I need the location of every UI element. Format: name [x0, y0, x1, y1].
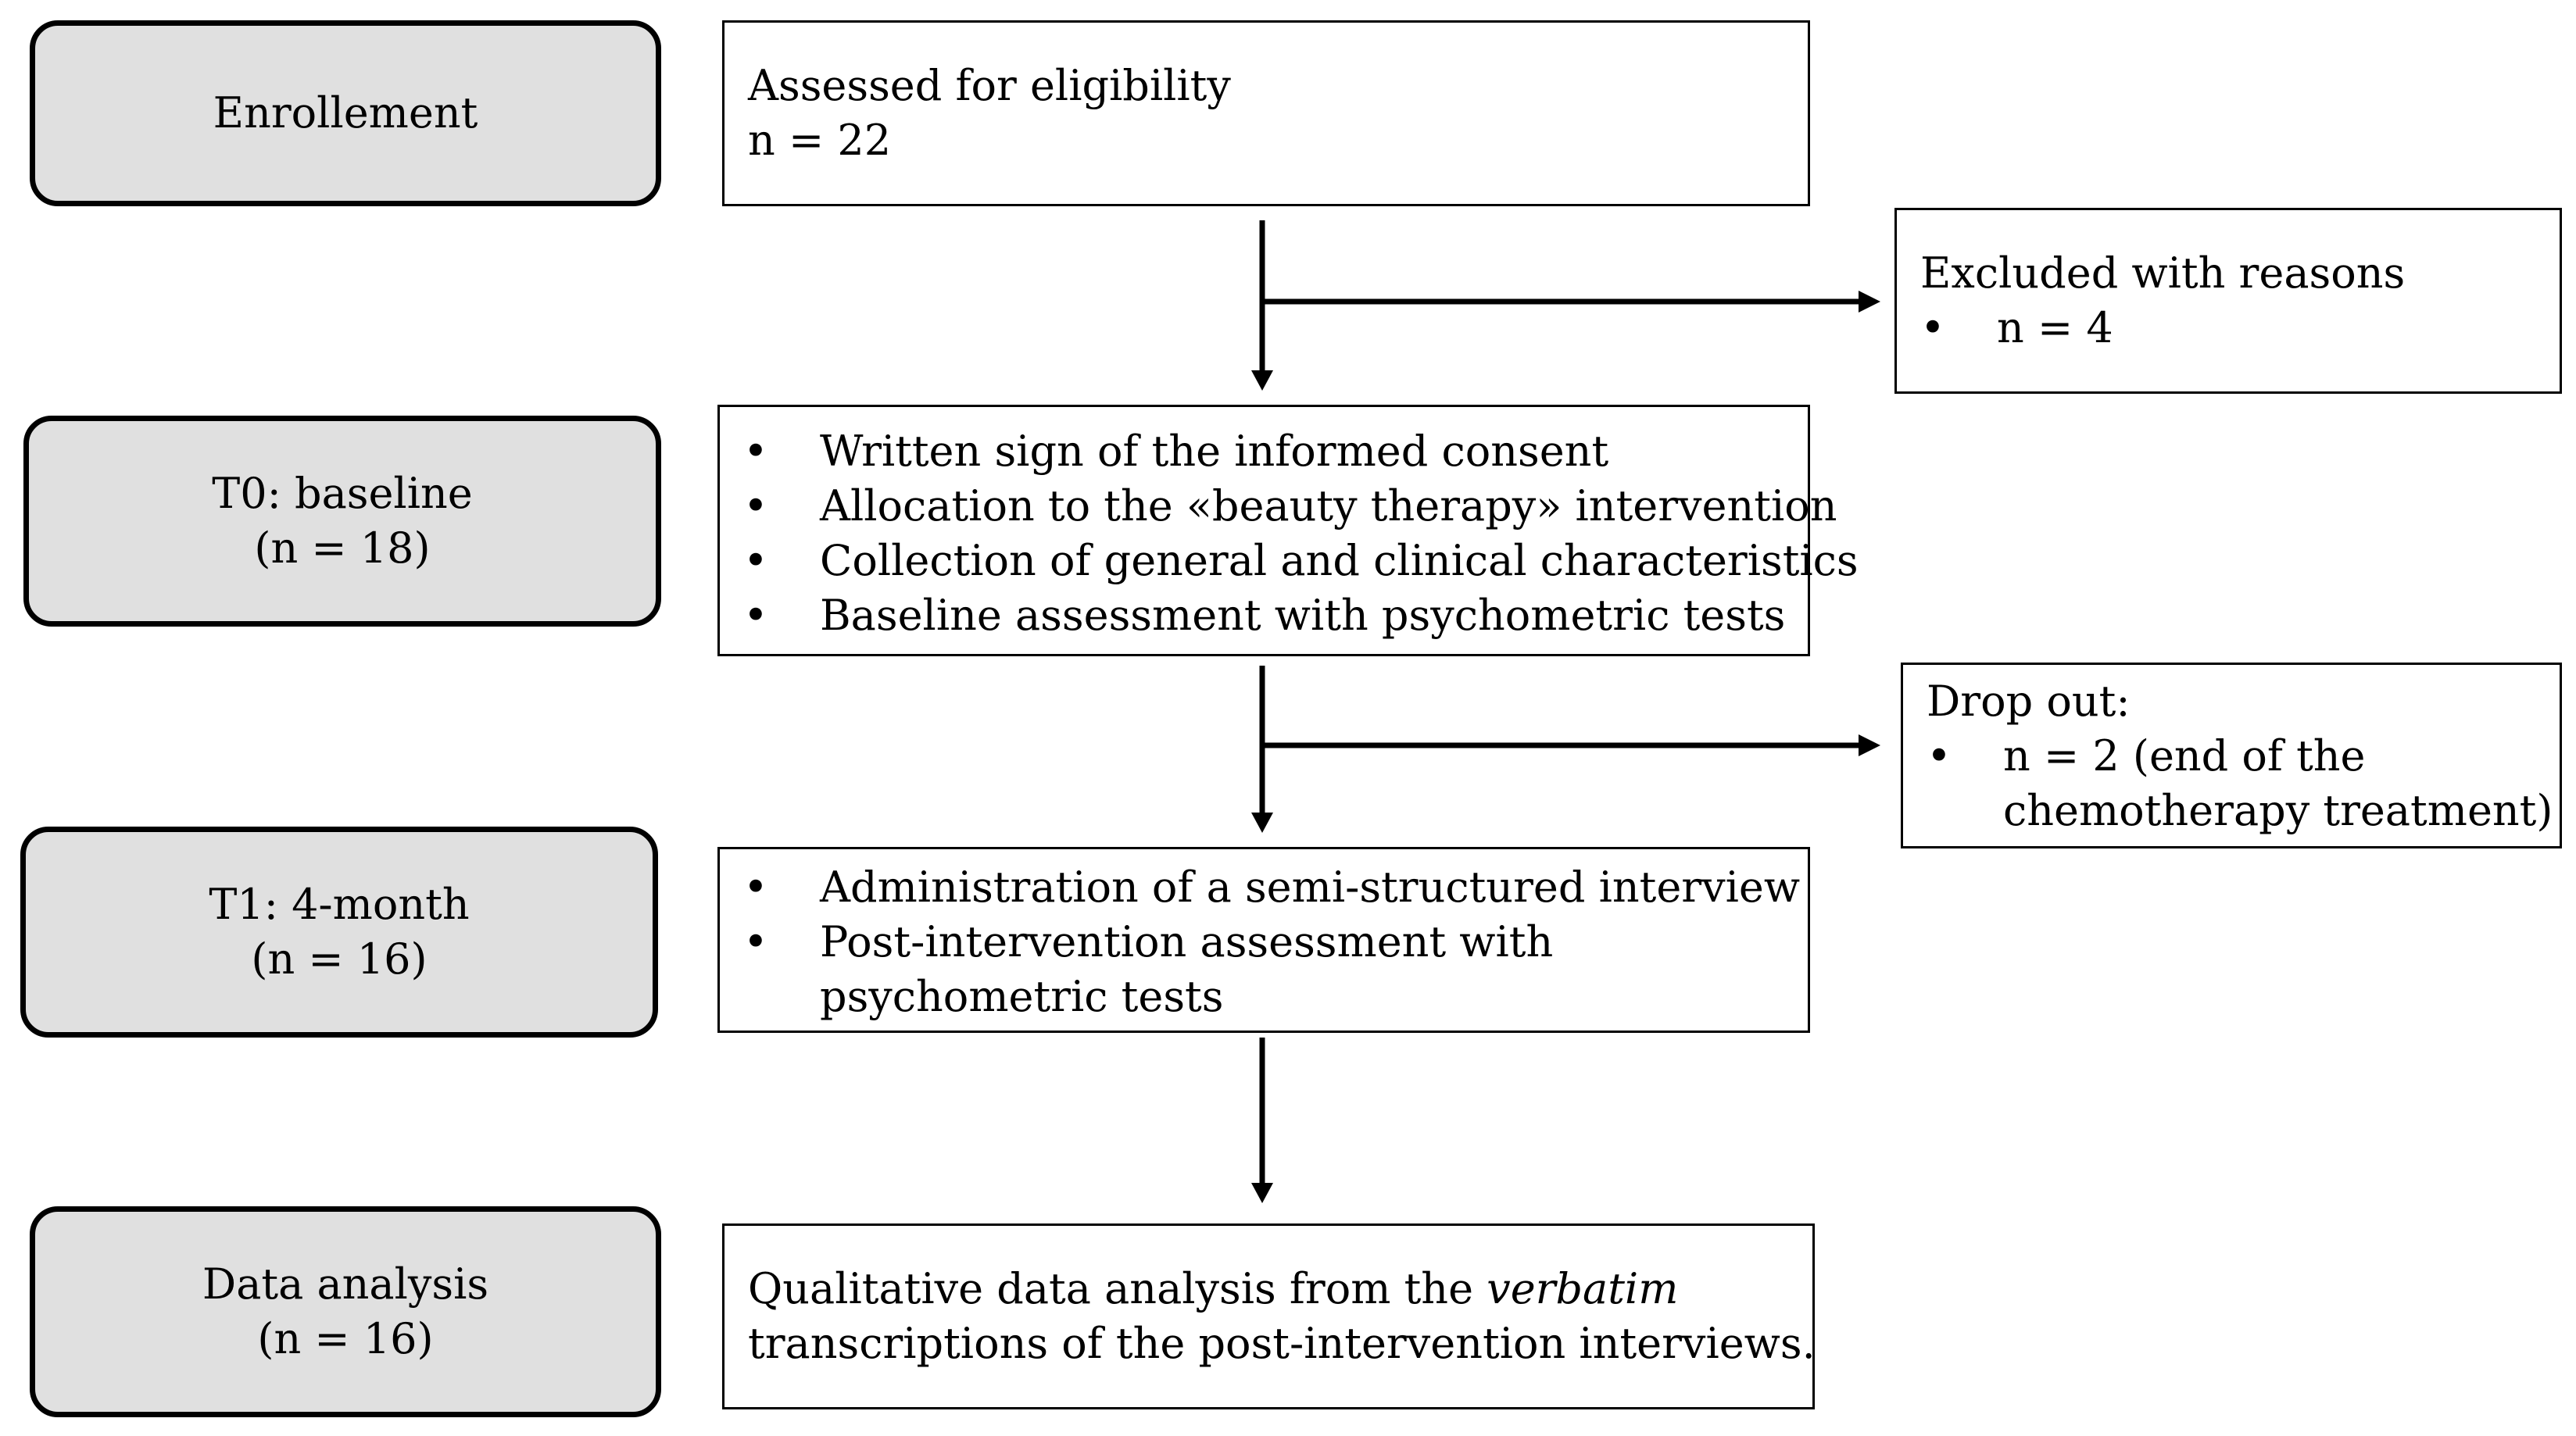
bullet-icon: • — [1920, 303, 1945, 352]
stage-analysis-count: (n = 16) — [257, 1314, 434, 1363]
qualitative-line2: transcriptions of the post-intervention … — [748, 1319, 1816, 1368]
bullet-icon: • — [743, 427, 768, 476]
bullet-icon: • — [1927, 731, 1952, 781]
baseline-step: • Allocation to the «beauty therapy» int… — [743, 479, 1859, 534]
stage-t0-label: T0: baseline — [212, 469, 473, 518]
eligibility-line1: Assessed for eligibility — [748, 61, 1231, 110]
stage-analysis-label: Data analysis — [202, 1259, 489, 1309]
dropout-item-line2: chemotherapy treatment) — [2003, 786, 2553, 835]
dropout-title: Drop out: — [1927, 677, 2131, 726]
baseline-step-text: Collection of general and clinical chara… — [820, 536, 1859, 585]
stage-t1-count: (n = 16) — [251, 934, 428, 984]
excluded-list: • n = 4 — [1920, 301, 2113, 355]
eligibility-box: Assessed for eligibility n = 22 — [722, 20, 1810, 206]
followup-steps-box: • Administration of a semi-structured in… — [717, 847, 1810, 1033]
stage-t1-4-month: T1: 4-month (n = 16) — [20, 827, 658, 1038]
bullet-icon: • — [743, 917, 768, 966]
dropout-item: • n = 2 (end of the — [1927, 729, 2553, 784]
dropout-item-line1: n = 2 (end of the — [2003, 731, 2366, 781]
baseline-step-text: Allocation to the «beauty therapy» inter… — [820, 481, 1837, 530]
followup-step-text: Administration of a semi-structured inte… — [820, 863, 1801, 912]
excluded-box: Excluded with reasons • n = 4 — [1894, 208, 2562, 394]
dropout-item-continued: chemotherapy treatment) — [1927, 784, 2553, 838]
followup-step: • Administration of a semi-structured in… — [743, 860, 1800, 915]
excluded-item-text: n = 4 — [1997, 303, 2113, 352]
stage-t1-label: T1: 4-month — [209, 880, 470, 929]
excluded-title: Excluded with reasons — [1920, 248, 2406, 298]
bullet-icon: • — [743, 591, 768, 640]
eligibility-count: n = 22 — [748, 116, 892, 165]
followup-step: • Post-intervention assessment with — [743, 915, 1800, 970]
arrowhead-to-dropout — [1859, 734, 1880, 756]
arrowhead-to-analysis — [1251, 1183, 1273, 1203]
baseline-steps-box: • Written sign of the informed consent •… — [717, 405, 1859, 656]
dropout-list: • n = 2 (end of the chemotherapy treatme… — [1927, 729, 2553, 838]
baseline-step: • Collection of general and clinical cha… — [743, 534, 1859, 588]
stage-data-analysis: Data analysis (n = 16) — [30, 1206, 661, 1417]
baseline-step: • Baseline assessment with psychometric … — [743, 588, 1859, 643]
arrowhead-to-followup — [1251, 813, 1273, 833]
baseline-step-text: Baseline assessment with psychometric te… — [820, 591, 1786, 640]
qualitative-analysis-box: Qualitative data analysis from the verba… — [722, 1223, 1816, 1409]
followup-step-text-continued: psychometric tests — [820, 972, 1224, 1021]
stage-enrollment-label: Enrollement — [213, 88, 478, 138]
qualitative-line1: Qualitative data analysis from the verba… — [748, 1262, 1678, 1316]
stage-enrollment: Enrollement — [30, 20, 661, 206]
qualitative-line1-emphasis: verbatim — [1487, 1264, 1679, 1313]
stage-t0-count: (n = 18) — [254, 523, 431, 573]
followup-steps-list: • Administration of a semi-structured in… — [743, 860, 1800, 1024]
bullet-icon: • — [743, 536, 768, 585]
arrowhead-to-baseline — [1251, 370, 1273, 391]
dropout-box: Drop out: • n = 2 (end of the chemothera… — [1901, 663, 2562, 848]
stage-t0-baseline: T0: baseline (n = 18) — [23, 416, 661, 627]
baseline-steps-list: • Written sign of the informed consent •… — [743, 424, 1859, 643]
arrowhead-to-excluded — [1859, 291, 1880, 313]
bullet-icon: • — [743, 481, 768, 530]
baseline-step: • Written sign of the informed consent — [743, 424, 1859, 479]
qualitative-line1-prefix: Qualitative data analysis from the — [748, 1264, 1487, 1313]
bullet-icon: • — [743, 863, 768, 912]
followup-step-text: Post-intervention assessment with — [820, 917, 1554, 966]
excluded-item: • n = 4 — [1920, 301, 2113, 355]
baseline-step-text: Written sign of the informed consent — [820, 427, 1609, 476]
followup-step-continued: psychometric tests — [743, 970, 1800, 1024]
